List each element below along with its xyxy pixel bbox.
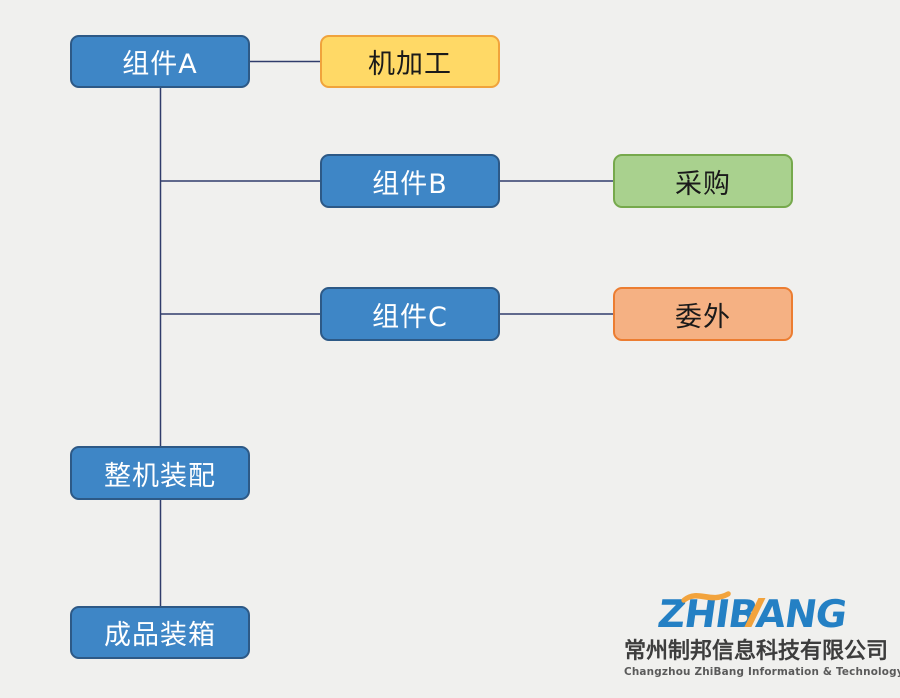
node-component-a: 组件A — [70, 35, 250, 88]
company-name-cn: 常州制邦信息科技有限公司 — [624, 638, 889, 664]
logo-a-accent-icon — [744, 597, 766, 627]
node-outsource-label: 委外 — [675, 301, 731, 333]
node-component-c: 组件C — [320, 287, 500, 341]
node-assembly-label: 整机装配 — [104, 460, 216, 492]
zhibang-logo: ZHIBANG — [655, 590, 848, 637]
node-purchase-label: 采购 — [675, 168, 731, 200]
node-machining-label: 机加工 — [368, 49, 452, 80]
node-packing-label: 成品装箱 — [104, 620, 216, 651]
node-outsource: 委外 — [613, 287, 793, 341]
node-component-b-label: 组件B — [372, 168, 448, 200]
node-assembly: 整机装配 — [70, 446, 250, 500]
node-component-b: 组件B — [320, 154, 500, 208]
node-component-c-label: 组件C — [372, 301, 448, 333]
logo-swoosh-icon — [681, 590, 731, 603]
company-name-en: Changzhou ZhiBang Information & Technolo… — [624, 666, 900, 678]
node-component-a-label: 组件A — [122, 49, 198, 80]
node-machining: 机加工 — [320, 35, 500, 88]
company-branding: ZHIBANG 常州制邦信息科技有限公司 Changzhou ZhiBang I… — [624, 587, 900, 678]
node-purchase: 采购 — [613, 154, 793, 208]
node-packing: 成品装箱 — [70, 606, 250, 659]
connectors — [159, 60, 613, 606]
